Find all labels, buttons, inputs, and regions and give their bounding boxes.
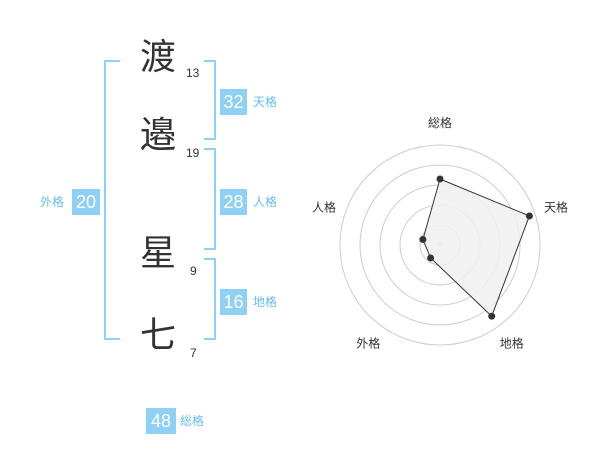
radar-point-4 <box>427 254 435 262</box>
radar-point-3 <box>488 312 496 320</box>
stroke-count-4: 7 <box>190 346 197 360</box>
gaikaku-label: 外格 <box>40 195 65 209</box>
soukaku-label: 総格 <box>180 414 205 428</box>
radar-point-5 <box>419 235 427 243</box>
radar-axis-label: 外格 <box>356 336 380 351</box>
stroke-count-2: 19 <box>186 146 200 160</box>
radar-polygon <box>422 178 531 318</box>
stroke-count-1: 13 <box>186 66 200 80</box>
radar-point-1 <box>436 175 444 183</box>
radar-axis-label: 天格 <box>544 199 568 214</box>
name-char-4: 七 <box>140 315 177 356</box>
radar-axis-label: 人格 <box>312 199 336 214</box>
tenkaku-value: 32 <box>220 89 247 115</box>
tenkaku-bracket <box>204 60 216 140</box>
soukaku-value: 48 <box>146 408 176 434</box>
stroke-count-3: 9 <box>190 264 197 278</box>
radar-axis-label: 地格 <box>500 336 524 351</box>
chikaku-value: 16 <box>220 289 247 315</box>
chikaku-label: 地格 <box>253 295 278 309</box>
radar-point-2 <box>525 212 533 220</box>
radar-ring <box>339 144 541 346</box>
name-char-1: 渡 <box>140 37 177 78</box>
radar-axis-label: 総格 <box>428 115 452 130</box>
gaikaku-bracket <box>104 60 120 340</box>
gaikaku-value: 20 <box>72 189 100 215</box>
tenkaku-label: 天格 <box>253 95 278 109</box>
jinkaku-label: 人格 <box>253 195 278 209</box>
name-char-2: 邉 <box>140 115 177 156</box>
radar-ring <box>359 164 521 326</box>
jinkaku-value: 28 <box>220 189 247 215</box>
jinkaku-bracket <box>204 148 216 250</box>
chikaku-bracket <box>204 258 216 340</box>
name-char-3: 星 <box>140 233 177 274</box>
